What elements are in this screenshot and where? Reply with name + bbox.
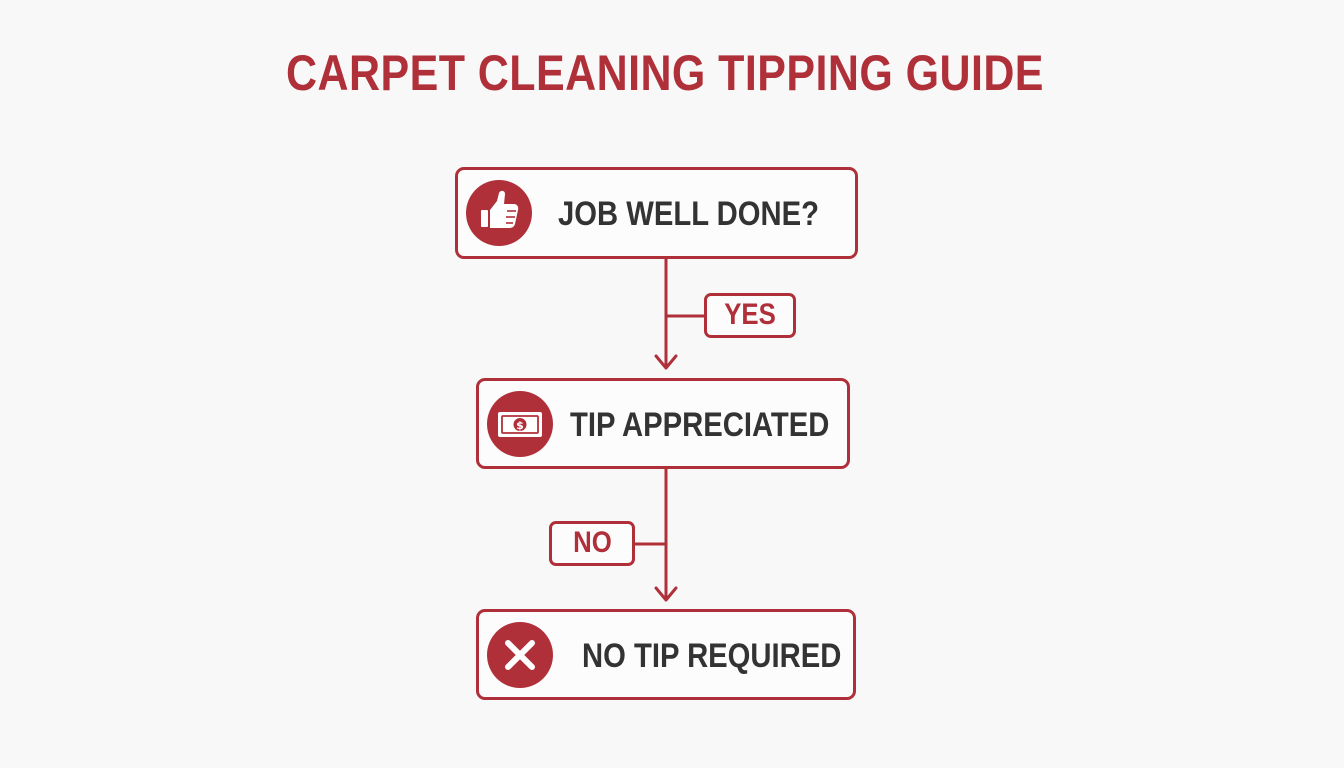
svg-text:$: $ [516,419,524,432]
edge-label-yes-text: YES [724,298,776,331]
thumbs-up-icon [466,180,532,246]
edge-label-no-text: NO [572,526,612,559]
arrowhead-job-to-tip [654,354,678,370]
node-label-job-well-done: JOB WELL DONE? [558,195,820,233]
edge-label-yes: YES [704,293,796,338]
arrowhead-tip-to-no-tip [654,586,678,602]
node-label-tip-appreciated: TIP APPRECIATED [570,406,830,444]
node-label-no-tip-required: NO TIP REQUIRED [582,637,842,675]
money-bill-icon: $ [487,391,553,457]
node-job-well-done: JOB WELL DONE? [455,167,858,259]
node-tip-appreciated: $ TIP APPRECIATED [476,378,850,469]
close-x-icon [487,622,553,688]
page-title: CARPET CLEANING TIPPING GUIDE [286,45,1044,101]
node-no-tip-required: NO TIP REQUIRED [476,609,856,700]
edge-label-no: NO [549,521,635,566]
